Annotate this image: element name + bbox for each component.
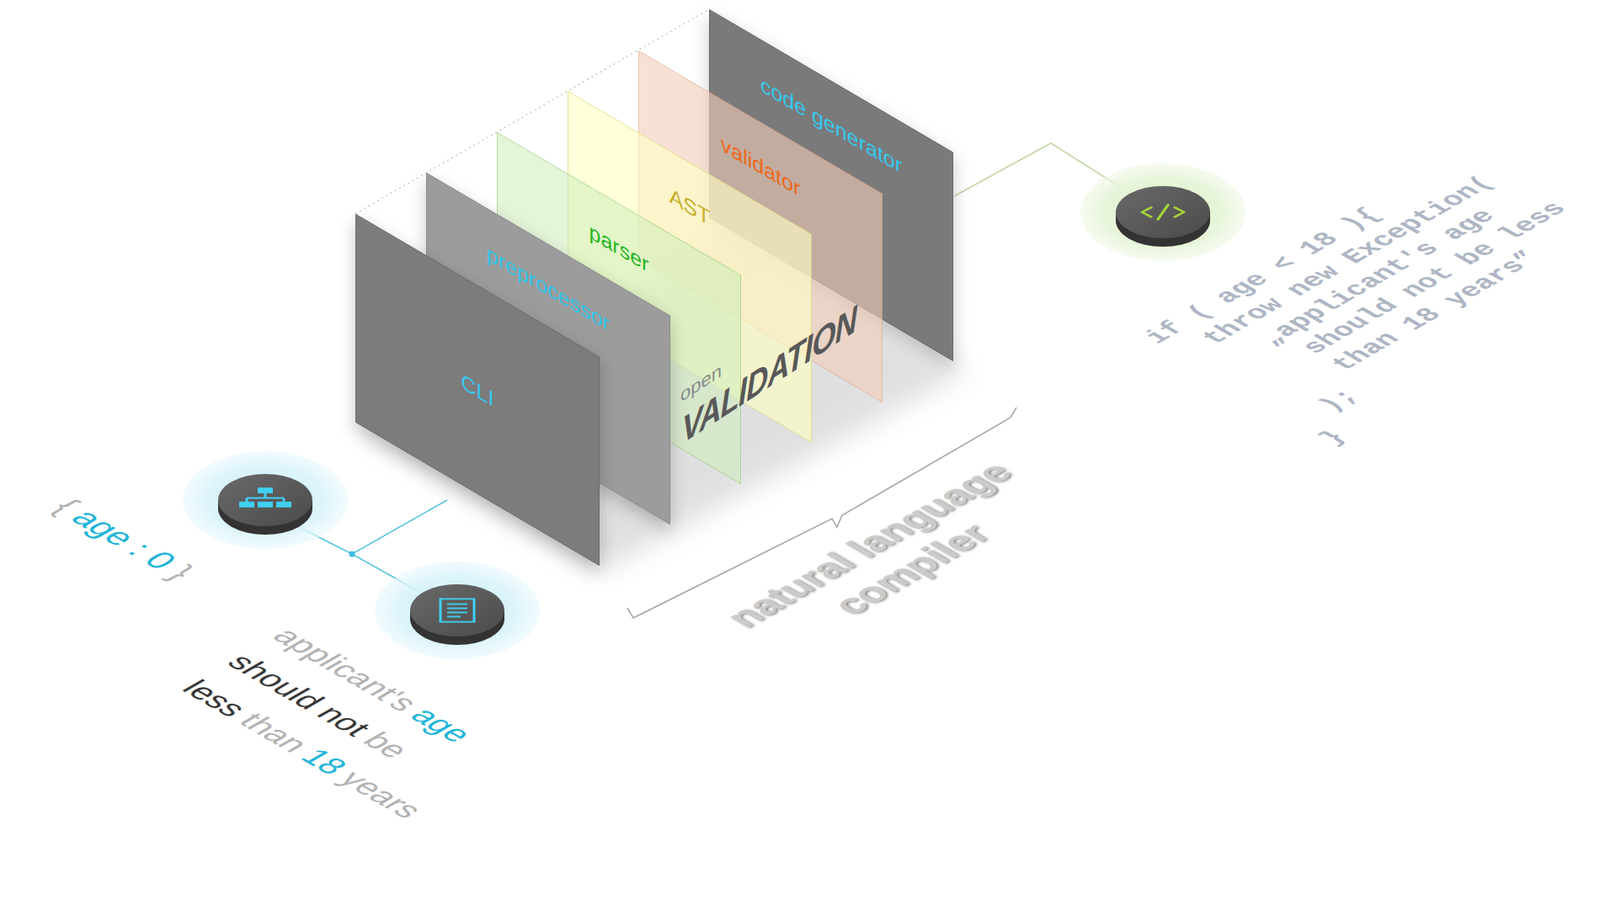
label-text: years (325, 762, 438, 827)
junction-dot (349, 551, 356, 558)
panel-face (356, 214, 600, 566)
rule-sentence: applicant'sageshould notbelessthan18year… (167, 618, 528, 827)
stack-caption: natural language compiler (690, 442, 1089, 672)
text-line: {age : 0} (43, 492, 206, 587)
label-text: age : 0 (61, 502, 187, 576)
schema-disc (182, 451, 348, 550)
text-line: natural language compiler (690, 442, 1089, 672)
code-line: ); (1310, 384, 1368, 418)
code-line: } (1312, 425, 1355, 451)
stage-panel: CLI (355, 213, 600, 566)
document-disc (374, 561, 540, 660)
data-sample: {age : 0} (43, 492, 206, 587)
generated-code: if ( age < 18 ){throw new Exception(„app… (1136, 146, 1600, 451)
label-text: natural language compiler (714, 456, 1022, 634)
code-disc (1080, 163, 1246, 262)
